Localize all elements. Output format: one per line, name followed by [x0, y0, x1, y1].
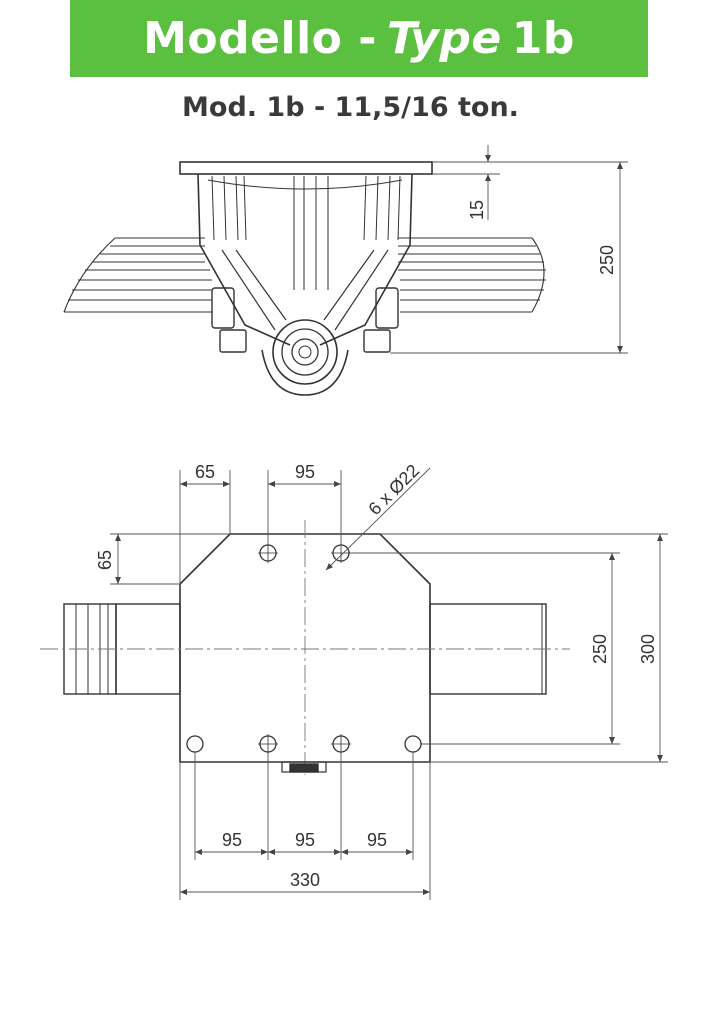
side-view-drawing: [63, 161, 546, 396]
model-subtitle: Mod. 1b - 11,5/16 ton.: [182, 92, 519, 123]
hole-bottom-4: [404, 735, 422, 753]
hanger-bracket: [197, 173, 413, 346]
dim-side-height-label: 250: [597, 245, 617, 275]
plan-view-drawing: [40, 520, 570, 775]
bolt-holes: [186, 543, 422, 754]
axle-housing: [261, 349, 349, 396]
dim-left-offset-label: 65: [95, 550, 115, 570]
side-view-dimensions: [390, 145, 628, 354]
hole-bottom-1: [186, 735, 204, 753]
dim-bottom-1-label: 95: [222, 830, 242, 850]
hole-callout-label: 6 x Ø22: [364, 460, 423, 519]
dim-top-spacing-label: 95: [295, 462, 315, 482]
dim-bottom-3-label: 95: [367, 830, 387, 850]
dim-bottom-2-label: 95: [295, 830, 315, 850]
dim-hole-span-label: 250: [590, 634, 610, 664]
dim-thickness-label: 15: [467, 200, 487, 220]
left-bolt-block: [211, 287, 235, 329]
title-banner: Modello - Type 1b: [70, 0, 648, 77]
leaf-spring: [63, 237, 546, 313]
dim-plate-width-label: 330: [290, 870, 320, 890]
title-prefix: Modello -: [143, 13, 377, 64]
title-italic: Type: [386, 13, 502, 64]
right-bolt-block: [375, 287, 399, 329]
axle-bushing: [272, 319, 338, 385]
title-suffix: 1b: [511, 13, 575, 64]
top-plate: [179, 161, 433, 175]
dim-plate-height-label: 300: [638, 634, 658, 664]
dim-top-left-label: 65: [195, 462, 215, 482]
plan-view-dimensions: [110, 467, 668, 900]
